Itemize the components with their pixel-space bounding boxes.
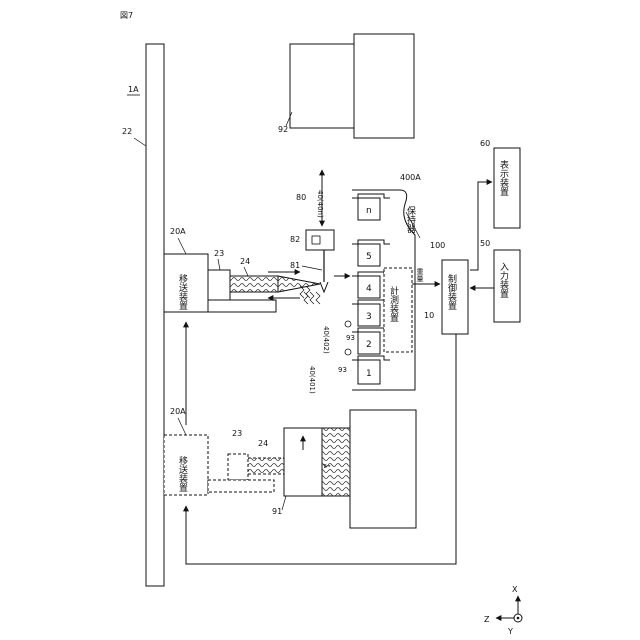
container-label-second: 40(402): [322, 326, 330, 354]
tool-label: 24: [240, 257, 250, 266]
destination-vessel: 92: [278, 34, 414, 138]
dispenser-head-window: [312, 236, 320, 244]
container-1-label: 1: [366, 369, 372, 379]
source-vessel: 91: [272, 410, 416, 528]
x-axis-label: X: [512, 585, 518, 594]
chip-label-1: 93: [338, 366, 347, 374]
rail: [146, 44, 164, 586]
arm-label: 23: [214, 249, 224, 258]
container-5-label: 5: [366, 252, 372, 262]
measuring-device-name: 計測装置: [388, 285, 399, 322]
holder-label: 400A: [400, 173, 421, 182]
transfer-device-previous-name: 移送装置: [177, 455, 188, 492]
container-label-first: 40(401): [308, 366, 316, 394]
container-n: n: [352, 194, 390, 220]
container-3-label: 3: [366, 312, 372, 322]
dispenser-droplets: [300, 286, 310, 298]
input-device-label: 50: [480, 239, 490, 248]
display-device-name: 表示装置: [498, 159, 509, 196]
rail-leader: [134, 138, 146, 146]
container-n-label: n: [366, 206, 372, 216]
chip-2: [345, 321, 351, 327]
tool-leader: [244, 267, 248, 276]
dispenser-nozzle-label: 81: [290, 261, 300, 270]
arm-previous-base: [208, 480, 274, 492]
arm: [208, 270, 230, 300]
transfer-device-name: 移送装置: [177, 273, 188, 310]
holder-base-label: 10: [424, 311, 434, 320]
input-device-name: 入力装置: [498, 262, 509, 298]
dispenser-nozzle-leader: [302, 266, 322, 270]
container-1: 1: [352, 356, 390, 384]
tool-previous-label: 24: [258, 439, 268, 448]
container-5: 5: [352, 240, 390, 266]
holder-name: 保持器: [405, 205, 416, 233]
arm-leader: [218, 259, 220, 270]
controller-label: 100: [430, 241, 445, 250]
dispenser-label: 80: [296, 193, 306, 202]
source-container: [350, 410, 416, 528]
source-label: 91: [272, 507, 282, 516]
chip-1: [345, 349, 351, 355]
measured-quantity: 重量: [416, 268, 424, 282]
figure-label: 図7: [120, 11, 133, 20]
dispenser-container-label: 40(40n): [316, 190, 324, 218]
destination-cap: [354, 34, 414, 138]
source-liquid: [322, 428, 350, 496]
transfer-device-previous-leader: [178, 418, 186, 435]
tool-tip: [278, 276, 320, 292]
transfer-device-leader: [178, 238, 186, 254]
destination-label: 92: [278, 125, 288, 134]
rail-label: 22: [122, 127, 132, 136]
controller-name: 制御装置: [446, 273, 457, 310]
z-axis-label: Z: [484, 615, 490, 624]
transfer-device-previous-label: 20A: [170, 407, 186, 416]
tool-body: [230, 276, 278, 292]
chip-label-2: 93: [346, 334, 355, 342]
container-2-label: 2: [366, 340, 372, 350]
arm-previous: [228, 454, 248, 480]
dispenser-head-label: 82: [290, 235, 300, 244]
container-4-label: 4: [366, 284, 372, 294]
dispenser-nozzle-tip: [320, 282, 328, 292]
transfer-device-label: 20A: [170, 227, 186, 236]
y-axis-label: Y: [507, 627, 513, 636]
controller-to-display-arrow: [470, 182, 492, 270]
dispenser: 80 40(40n) 82 81: [290, 170, 350, 298]
system-label: 1A: [128, 85, 139, 94]
source-leader: [282, 496, 286, 510]
destination-body: [290, 44, 354, 128]
arm-base: [208, 300, 276, 312]
display-device-label: 60: [480, 139, 490, 148]
controller: 制御装置 100: [430, 241, 468, 334]
arm-previous-label: 23: [232, 429, 242, 438]
axes-indicator: X Z Y: [484, 585, 522, 636]
